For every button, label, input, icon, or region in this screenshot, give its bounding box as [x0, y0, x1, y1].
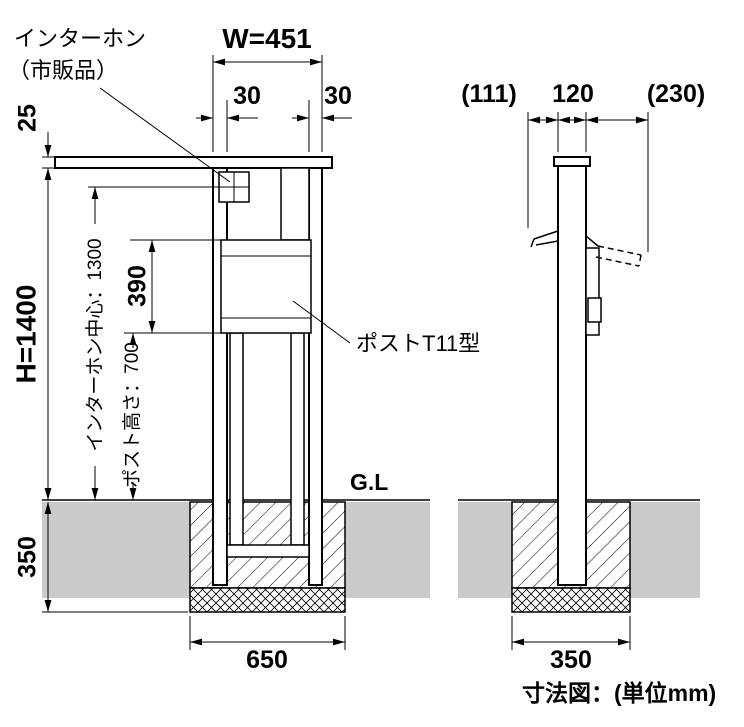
dim-foundation-width-side: 350	[511, 616, 631, 674]
dim-text-intercom-center: インターホン中心：1300	[84, 238, 106, 451]
left-post	[212, 167, 228, 586]
dim-post-width-right: 30	[292, 82, 352, 152]
dim-overall-height: H=1400	[10, 168, 52, 500]
ground-left-side	[458, 502, 512, 598]
dim-text-front-offset: (111)	[461, 80, 517, 108]
label-post-model: ポストT11型	[292, 300, 480, 356]
gravel-base-front	[189, 587, 346, 613]
dim-foundation-depth: 350	[14, 502, 188, 613]
intercom-bracket-side	[530, 230, 599, 248]
ground-shading-side	[458, 502, 700, 598]
gravel-base-side	[511, 587, 631, 613]
dim-text-foundation-depth: 350	[14, 536, 42, 578]
dim-text-rear-offset: (230)	[647, 80, 705, 108]
dim-text-post-width-right: 30	[324, 82, 352, 110]
ground-right-side	[630, 502, 700, 598]
post-model-label: ポストT11型	[356, 331, 480, 356]
dim-overall-width: W=451	[212, 23, 323, 152]
top-beam	[54, 156, 333, 169]
intercom-leader-line	[99, 87, 231, 183]
dim-text-foundation-width-side: 350	[550, 646, 592, 674]
ground-level-label: G.L	[350, 469, 388, 495]
dim-foundation-width-front: 650	[189, 616, 346, 674]
post-side	[557, 165, 587, 586]
dim-beam-thickness: 25	[14, 104, 55, 169]
side-view	[458, 156, 700, 613]
intercom-unit	[218, 171, 250, 203]
dim-text-overall-width: W=451	[222, 23, 312, 54]
dim-text-post-height: ポスト高さ：700	[121, 342, 143, 488]
dim-text-overall-height: H=1400	[10, 285, 41, 384]
drawing-caption: 寸法図：(単位mm)	[522, 680, 716, 706]
dim-text-post-width-left: 30	[233, 82, 261, 110]
dim-text-foundation-width-front: 650	[246, 646, 288, 674]
mailbox-latch	[587, 297, 602, 323]
dim-box-height: 390	[124, 239, 221, 334]
ground-left	[42, 502, 190, 598]
right-post	[308, 167, 323, 586]
intercom-label-line1: インターホン	[14, 26, 146, 51]
support-panel	[280, 167, 310, 241]
mailbox-body	[220, 239, 312, 334]
inner-support-right	[290, 332, 305, 546]
ground-shading-front	[42, 502, 430, 598]
inner-support-left	[229, 332, 244, 546]
mailbox-front	[220, 239, 312, 334]
ground-right	[345, 502, 430, 598]
front-view	[42, 156, 430, 613]
dim-post-height: ポスト高さ：700	[121, 333, 143, 500]
dim-text-box-height: 390	[124, 265, 152, 307]
buried-crossbar	[226, 544, 310, 558]
dim-text-post-depth: 120	[552, 80, 594, 108]
post-model-leader-line	[292, 300, 351, 344]
dim-post-width-left: 30	[196, 82, 261, 152]
label-intercom: インターホン （市販品）	[8, 26, 231, 183]
dim-text-beam-thickness: 25	[14, 104, 42, 132]
post-cap	[553, 156, 591, 167]
mailbox-phantom-outline	[595, 245, 642, 267]
dim-side-offsets: (111) 120 (230)	[461, 80, 705, 252]
dim-intercom-center-height: インターホン中心：1300	[84, 186, 219, 500]
intercom-label-line2: （市販品）	[8, 58, 118, 83]
